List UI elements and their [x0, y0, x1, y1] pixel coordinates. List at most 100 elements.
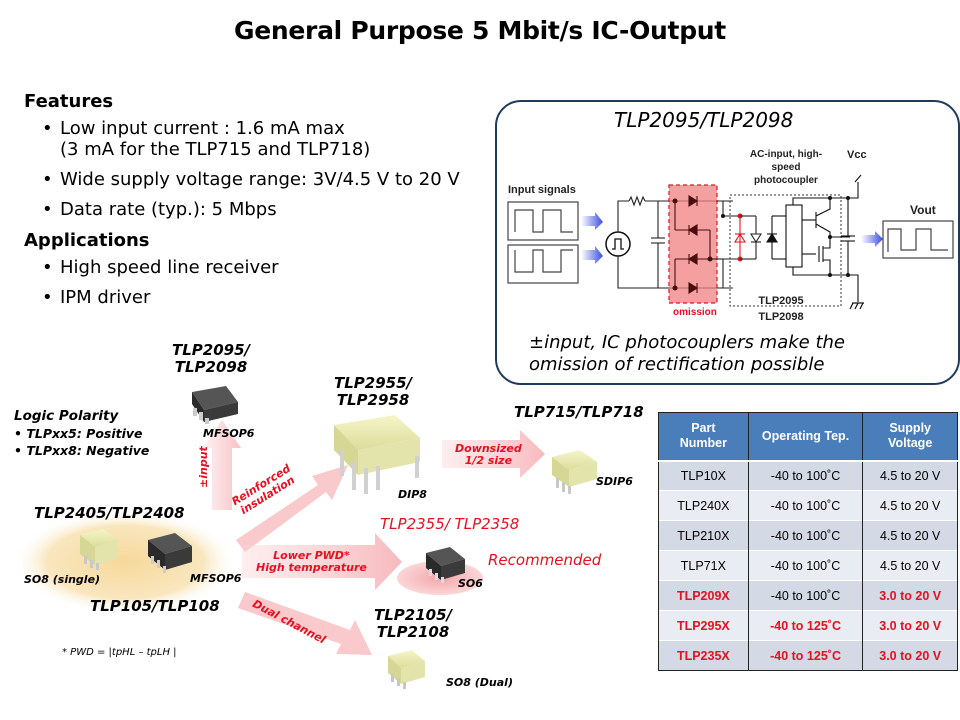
header-operating-temp: Operating Tep.	[747, 412, 864, 462]
product-lineage-diagram: Logic Polarity • TLPxx5: Positive • TLPx…	[0, 330, 655, 720]
applications-list: • High speed line receiver • IPM driver	[24, 257, 494, 308]
signal-arrow-icon	[581, 246, 603, 264]
feature-item: • Wide supply voltage range: 3V/4.5 V to…	[42, 169, 460, 190]
base-bottom-label: TLP105/TLP108	[90, 597, 220, 615]
arrow-input	[203, 420, 241, 510]
node-tlp2955-package: DIP8	[398, 488, 427, 501]
bullet-icon: •	[42, 118, 53, 139]
circuit-diagram-panel: TLP2095/TLP2098 Input signals	[495, 100, 960, 385]
input-signals-label: Input signals	[508, 184, 576, 196]
arrow-downsized	[442, 430, 545, 478]
cell-supply-voltage: 4.5 to 20 V	[862, 490, 958, 521]
node-tlp2105-package: SO8 (Dual)	[446, 676, 513, 689]
package-part-label: TLP2095	[758, 295, 803, 307]
cell-operating-temp: -40 to 100˚C	[747, 520, 864, 551]
node-tlp2095-label: TLP2095/ TLP2098	[172, 341, 251, 376]
base-top-label: TLP2405/TLP2408	[34, 504, 185, 522]
node-tlp2955-label: TLP2955/ TLP2958	[334, 374, 413, 409]
photodiode-icon	[766, 215, 786, 260]
vout-label: Vout	[910, 203, 936, 217]
cell-part-number: TLP209X	[658, 580, 749, 611]
cell-part-number: TLP235X	[658, 640, 749, 671]
features-section: Features • Low input current : 1.6 mA ma…	[24, 90, 494, 317]
node-tlp2355-package: SO6	[458, 577, 483, 590]
signal-arrow-icon	[581, 212, 603, 230]
chip-dip8-icon	[334, 415, 420, 494]
arrow-pwd	[242, 533, 402, 590]
circuit-caption: ±input, IC photocouplers make the omissi…	[529, 332, 845, 375]
base-package-right: MFSOP6	[190, 572, 242, 585]
node-tlp715-label: TLP715/TLP718	[514, 403, 644, 421]
photocoupler-package-outline	[729, 194, 842, 307]
base-package-left: SO8 (single)	[24, 573, 101, 586]
ac-input-led-icon	[734, 213, 746, 262]
cell-operating-temp: -40 to 100˚C	[747, 550, 864, 581]
coupler-label-line: speed	[772, 162, 801, 173]
bullet-icon: •	[42, 287, 53, 308]
bullet-icon: •	[42, 257, 53, 278]
cell-part-number: TLP210X	[658, 520, 749, 551]
slide-title: General Purpose 5 Mbit/s IC-Output	[234, 16, 726, 45]
cell-supply-voltage: 3.0 to 20 V	[862, 580, 958, 611]
arrow-pwd-label: Lower PWD* High temperature	[256, 549, 367, 574]
circuit-schematic: Input signals	[507, 149, 954, 323]
base-family-glow	[13, 510, 237, 614]
lineage-graphics	[13, 386, 597, 689]
cell-operating-temp: -40 to 100˚C	[747, 580, 864, 611]
cell-supply-voltage: 3.0 to 20 V	[862, 610, 958, 641]
bullet-icon: •	[42, 169, 53, 190]
output-arrow-icon	[861, 231, 883, 247]
cell-operating-temp: -40 to 100˚C	[747, 490, 864, 521]
cell-operating-temp: -40 to 100˚C	[747, 460, 864, 491]
pwd-footnote: * PWD = |tpHL – tpLH |	[62, 647, 177, 658]
cell-supply-voltage: 4.5 to 20 V	[862, 460, 958, 491]
node-tlp2355-label: TLP2355/ TLP2358	[380, 515, 520, 533]
cell-part-number: TLP240X	[658, 490, 749, 521]
pulse-source-icon	[605, 231, 631, 257]
cell-part-number: TLP295X	[658, 610, 749, 641]
features-list: • Low input current : 1.6 mA max (3 mA f…	[24, 118, 494, 220]
bridge-rectifier-icon	[672, 195, 713, 294]
chip-so6-icon	[426, 547, 465, 583]
chip-so8-dual-icon	[388, 650, 425, 689]
coupler-label-line: AC-input, high-	[750, 149, 822, 160]
application-item: • IPM driver	[42, 287, 151, 308]
arrow-dual	[238, 592, 372, 655]
chip-mfsop6-icon	[192, 386, 238, 424]
ic-amplifier-block	[785, 204, 803, 268]
applications-heading: Applications	[24, 230, 150, 251]
application-item: • High speed line receiver	[42, 257, 279, 278]
recommended-badge: Recommended	[488, 551, 602, 569]
arrow-downsized-label: Downsized 1/2 size	[455, 442, 522, 467]
cell-operating-temp: -40 to 125˚C	[747, 640, 864, 671]
arrow-reinforced	[236, 465, 348, 552]
node-tlp2105-label: TLP2105/ TLP2108	[374, 606, 453, 641]
cell-supply-voltage: 3.0 to 20 V	[862, 640, 958, 671]
features-heading: Features	[24, 91, 114, 112]
output-signal	[882, 220, 954, 259]
coupler-label-line: photocoupler	[754, 175, 818, 186]
node-tlp2095-package: MFSOP6	[203, 427, 255, 440]
bullet-icon: •	[42, 199, 53, 220]
cell-supply-voltage: 4.5 to 20 V	[862, 550, 958, 581]
chip-mfsop6-base-icon	[148, 533, 192, 573]
cell-part-number: TLP71X	[658, 550, 749, 581]
feature-item: • Data rate (typ.): 5 Mbps	[42, 199, 277, 220]
package-part-label: TLP2098	[758, 311, 803, 323]
input-signal-positive	[507, 201, 579, 241]
ground-icon	[849, 302, 864, 310]
omission-label: omission	[673, 307, 717, 318]
chip-sdip6-icon	[552, 450, 597, 494]
cell-part-number: TLP10X	[658, 460, 749, 491]
cell-supply-voltage: 4.5 to 20 V	[862, 520, 958, 551]
feature-item: • Low input current : 1.6 mA max (3 mA f…	[42, 118, 371, 160]
